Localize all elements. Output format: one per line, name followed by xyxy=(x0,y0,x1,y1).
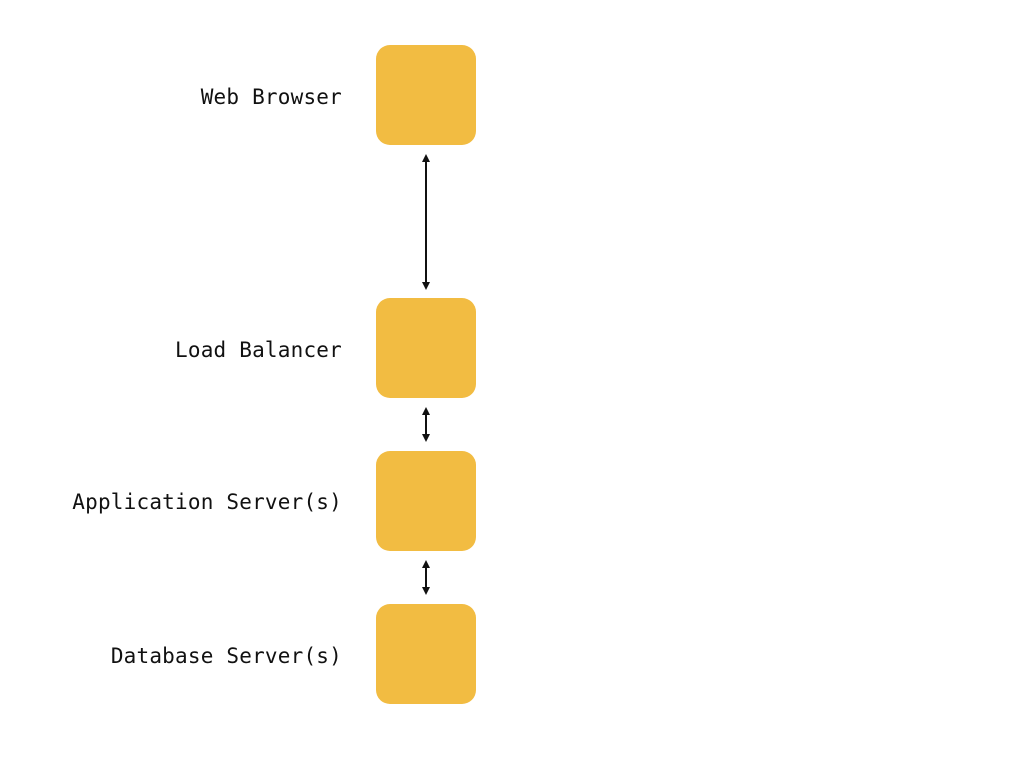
node-label-application-servers: Application Server(s) xyxy=(72,490,342,514)
node-label-web-browser: Web Browser xyxy=(200,85,342,109)
node-box-application-servers xyxy=(376,451,476,551)
node-label-database-servers: Database Server(s) xyxy=(110,644,342,668)
node-box-database-servers xyxy=(376,604,476,704)
node-label-load-balancer: Load Balancer xyxy=(175,338,342,362)
node-box-web-browser xyxy=(376,45,476,145)
node-box-load-balancer xyxy=(376,298,476,398)
